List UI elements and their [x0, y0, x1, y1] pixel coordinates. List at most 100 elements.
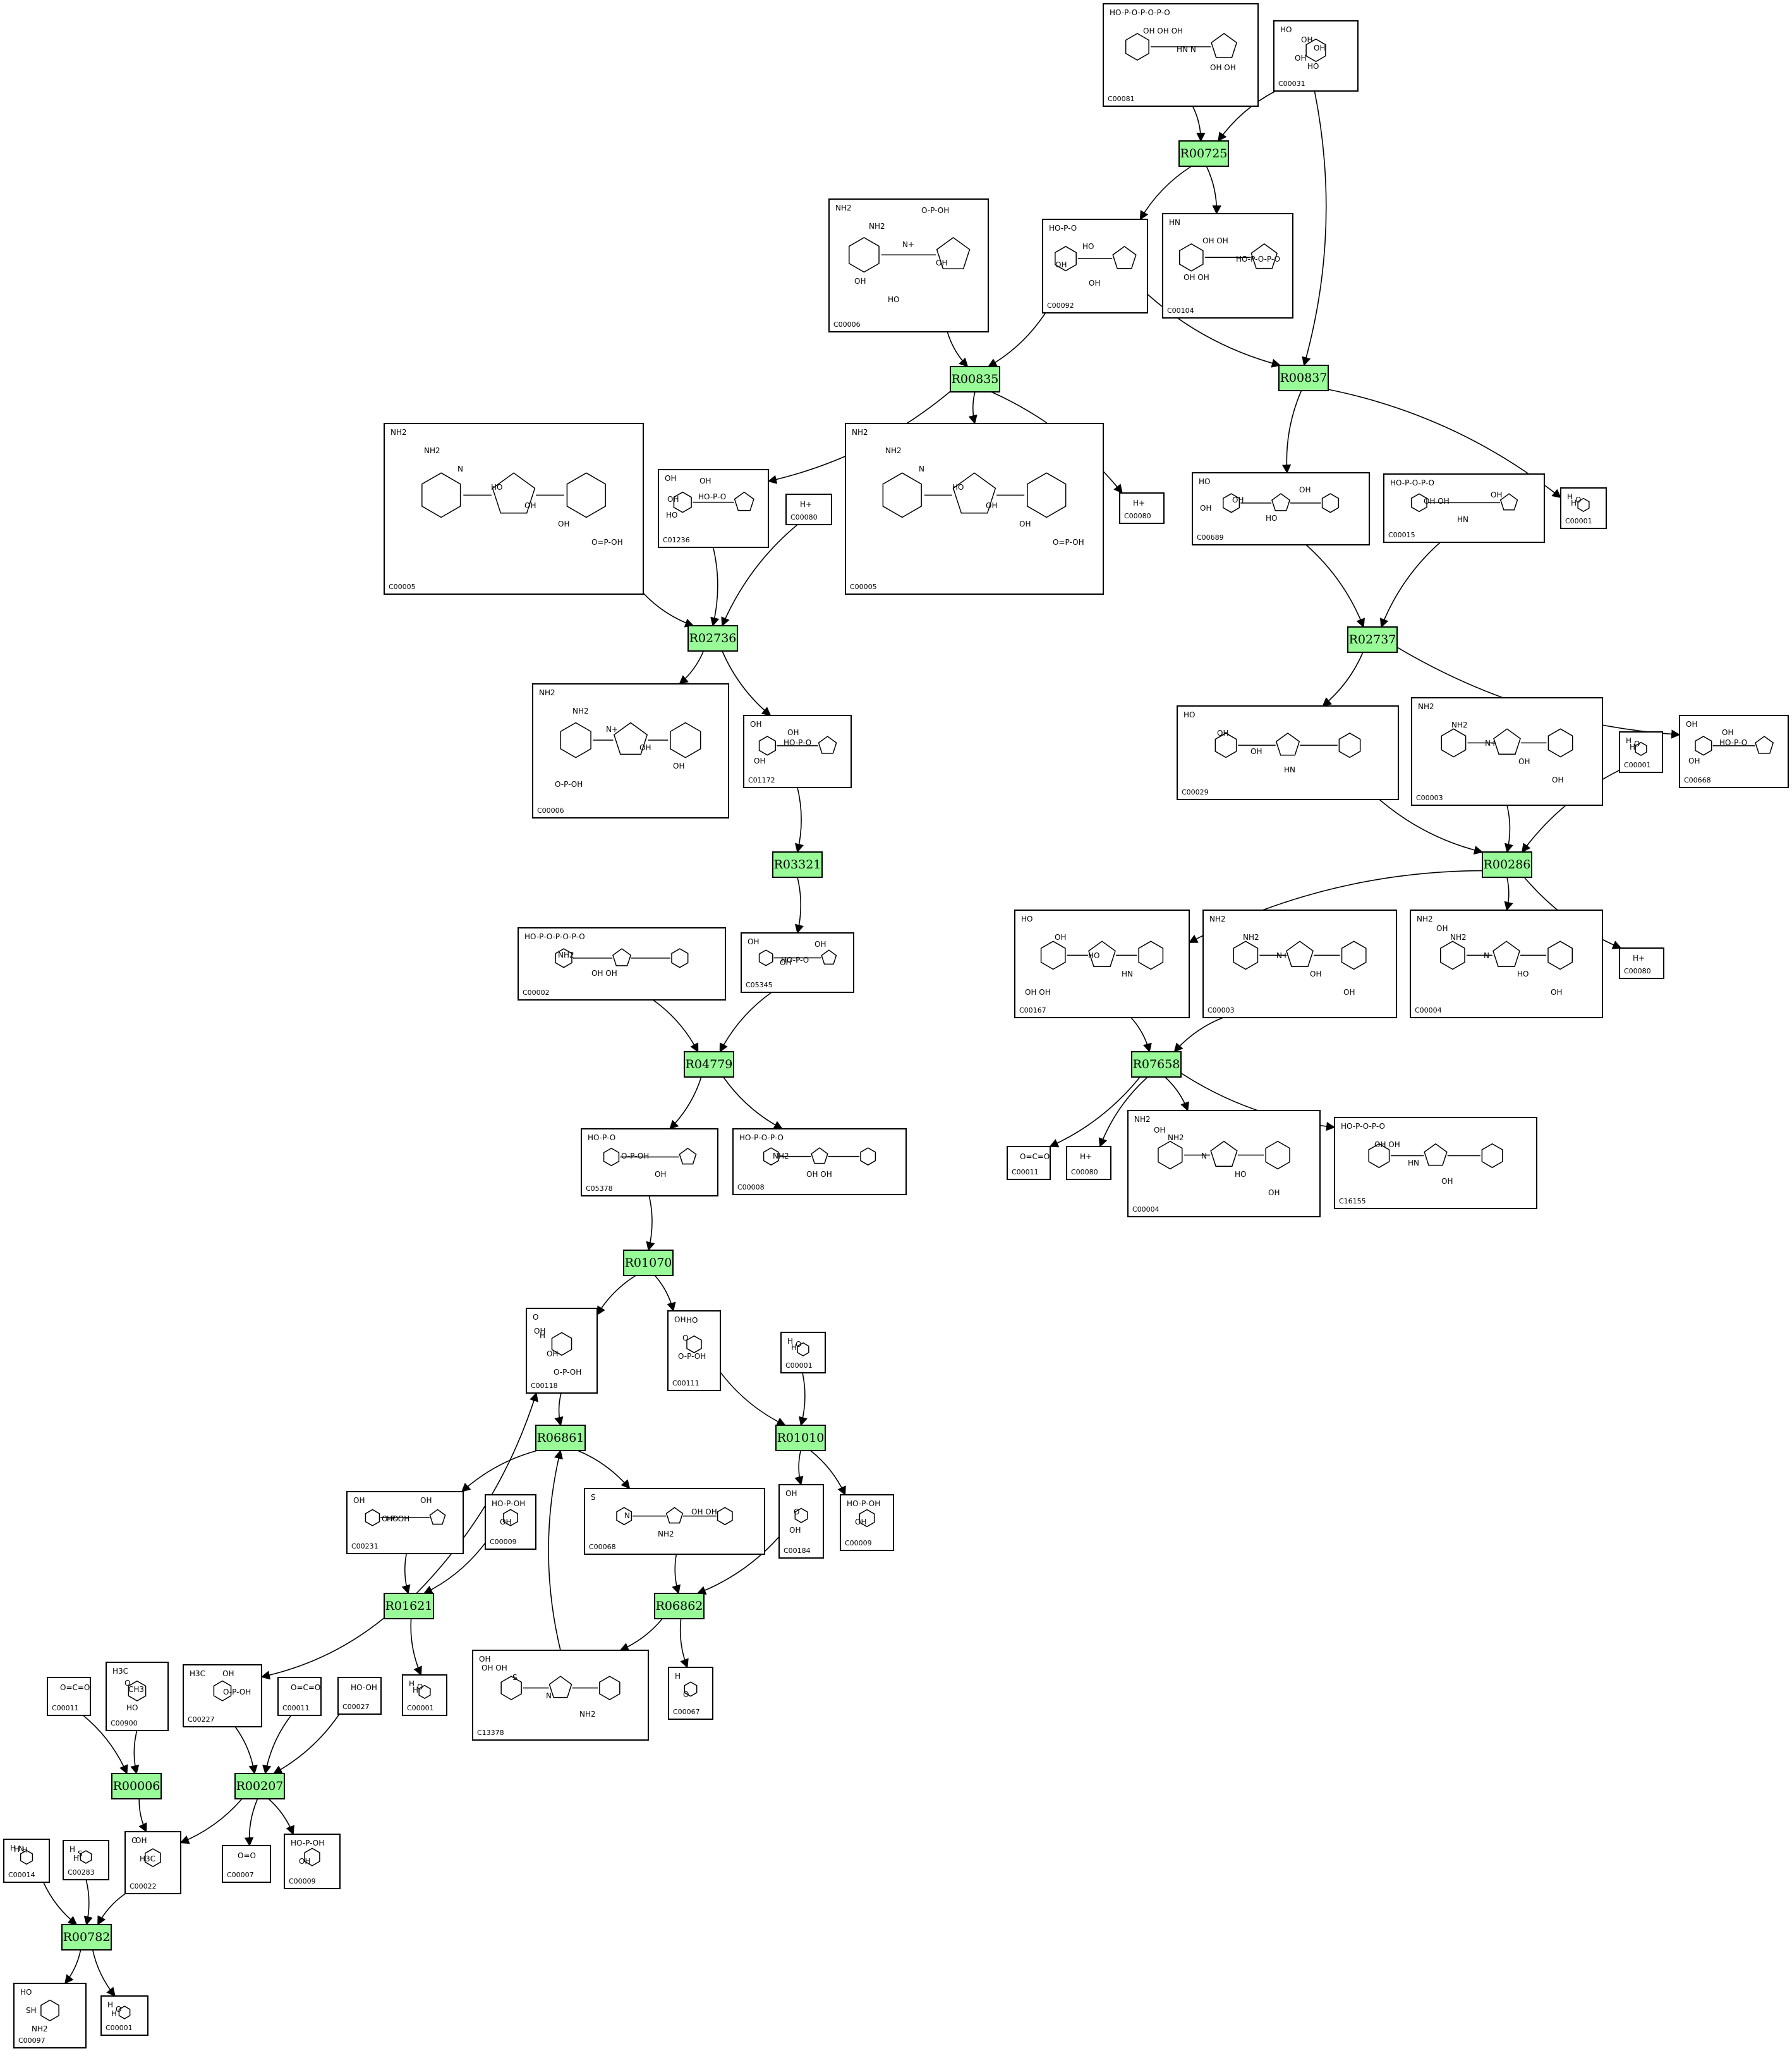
reaction-node[interactable]: R00207 [234, 1773, 285, 1799]
compound-id: C00111 [672, 1379, 699, 1387]
atom-label: O [124, 1679, 130, 1688]
reaction-node[interactable]: R01010 [775, 1425, 826, 1451]
reaction-node[interactable]: R06862 [654, 1593, 705, 1619]
atom-label: N [1201, 1152, 1207, 1160]
compound-node[interactable]: H+C00080 [785, 494, 832, 525]
atom-label: HO [1088, 951, 1099, 960]
reaction-node[interactable]: R02737 [1347, 626, 1398, 653]
reaction-box [684, 1051, 734, 1078]
reaction-node[interactable]: R07658 [1131, 1051, 1182, 1078]
atom-label: O-P-OH [555, 780, 583, 789]
reaction-node[interactable]: R02736 [687, 625, 738, 652]
atom-label: H [111, 2009, 117, 2018]
atom-label: NH2 [579, 1710, 596, 1719]
compound-id: C00118 [531, 1382, 558, 1390]
reaction-edge [723, 1076, 784, 1129]
reaction-edge [1281, 390, 1302, 474]
compound-box [1127, 1110, 1321, 1217]
reaction-node[interactable]: R01070 [623, 1250, 674, 1276]
reaction-node[interactable]: R06861 [535, 1425, 586, 1451]
reaction-node[interactable]: R04779 [684, 1051, 734, 1078]
atom-label: O [1634, 739, 1640, 748]
reaction-node[interactable]: R00725 [1178, 140, 1229, 167]
compound-id: C00080 [1071, 1168, 1098, 1176]
reaction-id: R00006 [113, 1779, 160, 1793]
reaction-edge [679, 1618, 689, 1669]
atom-label: HO-P-O-P-O [1341, 1122, 1385, 1131]
compound-id: C00031 [1278, 80, 1305, 88]
compound-box [47, 1677, 91, 1716]
reaction-node[interactable]: R01621 [384, 1593, 434, 1619]
compound-node[interactable]: H+C00080 [1066, 1146, 1111, 1180]
atom-label: HO [952, 483, 964, 492]
compound-box [3, 1839, 50, 1883]
compound-box [845, 423, 1104, 595]
compound-node[interactable]: H+C00080 [1119, 492, 1165, 524]
atom-label: O-P-OH [678, 1352, 706, 1361]
compound-id: C00029 [1182, 788, 1209, 796]
reaction-edge [1322, 652, 1364, 707]
compound-node[interactable]: H+C00080 [1619, 947, 1664, 979]
reaction-node[interactable]: R00286 [1482, 851, 1532, 878]
reaction-node[interactable]: R03321 [772, 851, 823, 878]
reaction-node[interactable]: R00835 [950, 366, 1000, 393]
reaction-node[interactable]: R00837 [1278, 365, 1329, 391]
reaction-edge [653, 999, 699, 1053]
reaction-node[interactable]: R00782 [61, 1924, 112, 1951]
compound-box [518, 927, 726, 1001]
reaction-node[interactable]: R00006 [111, 1773, 162, 1799]
atom-label: OH OH [591, 969, 617, 978]
